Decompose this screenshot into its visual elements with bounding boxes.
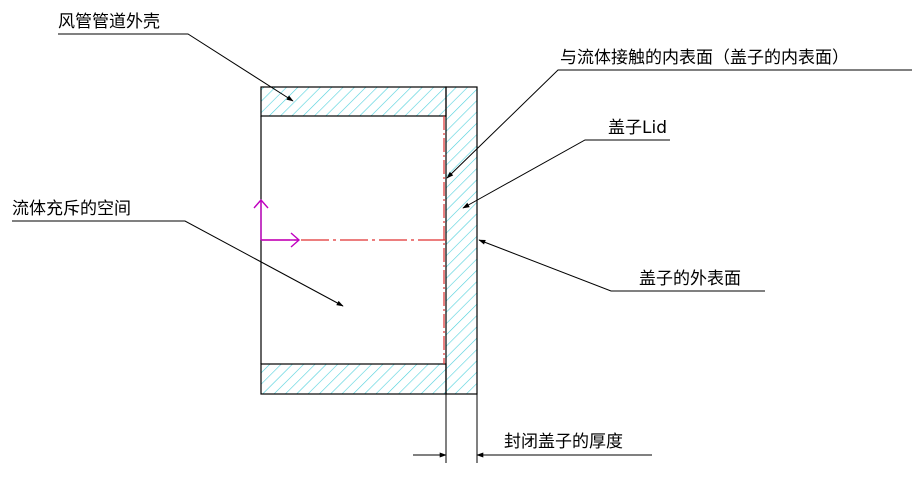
- leader-lines: [12, 33, 912, 307]
- leader-fluid-contact-surface: [446, 69, 912, 179]
- duct-bottom-wall: [260, 363, 447, 395]
- leader-duct-shell: [58, 33, 294, 102]
- label-fluid-space: 流体充斥的空间: [12, 199, 131, 219]
- label-lid-outer-surface: 盖子的外表面: [639, 269, 741, 289]
- duct-shell: [260, 86, 447, 395]
- lid-section: [445, 86, 478, 395]
- leader-fluid-space: [12, 220, 344, 307]
- leader-lid: [462, 139, 670, 209]
- label-fluid-contact-surface: 与流体接触的内表面（盖子的内表面）: [560, 48, 849, 68]
- lid-thickness-dimension: [413, 394, 652, 463]
- coordinate-axes-icon: [253, 198, 301, 248]
- label-lid: 盖子Lid: [608, 118, 667, 138]
- label-lid-thickness: 封闭盖子的厚度: [504, 432, 623, 452]
- leader-lid-outer-surface: [478, 239, 765, 292]
- lid-body: [443, 86, 478, 395]
- duct-top-wall: [260, 86, 447, 117]
- label-duct-shell: 风管管道外壳: [58, 12, 160, 32]
